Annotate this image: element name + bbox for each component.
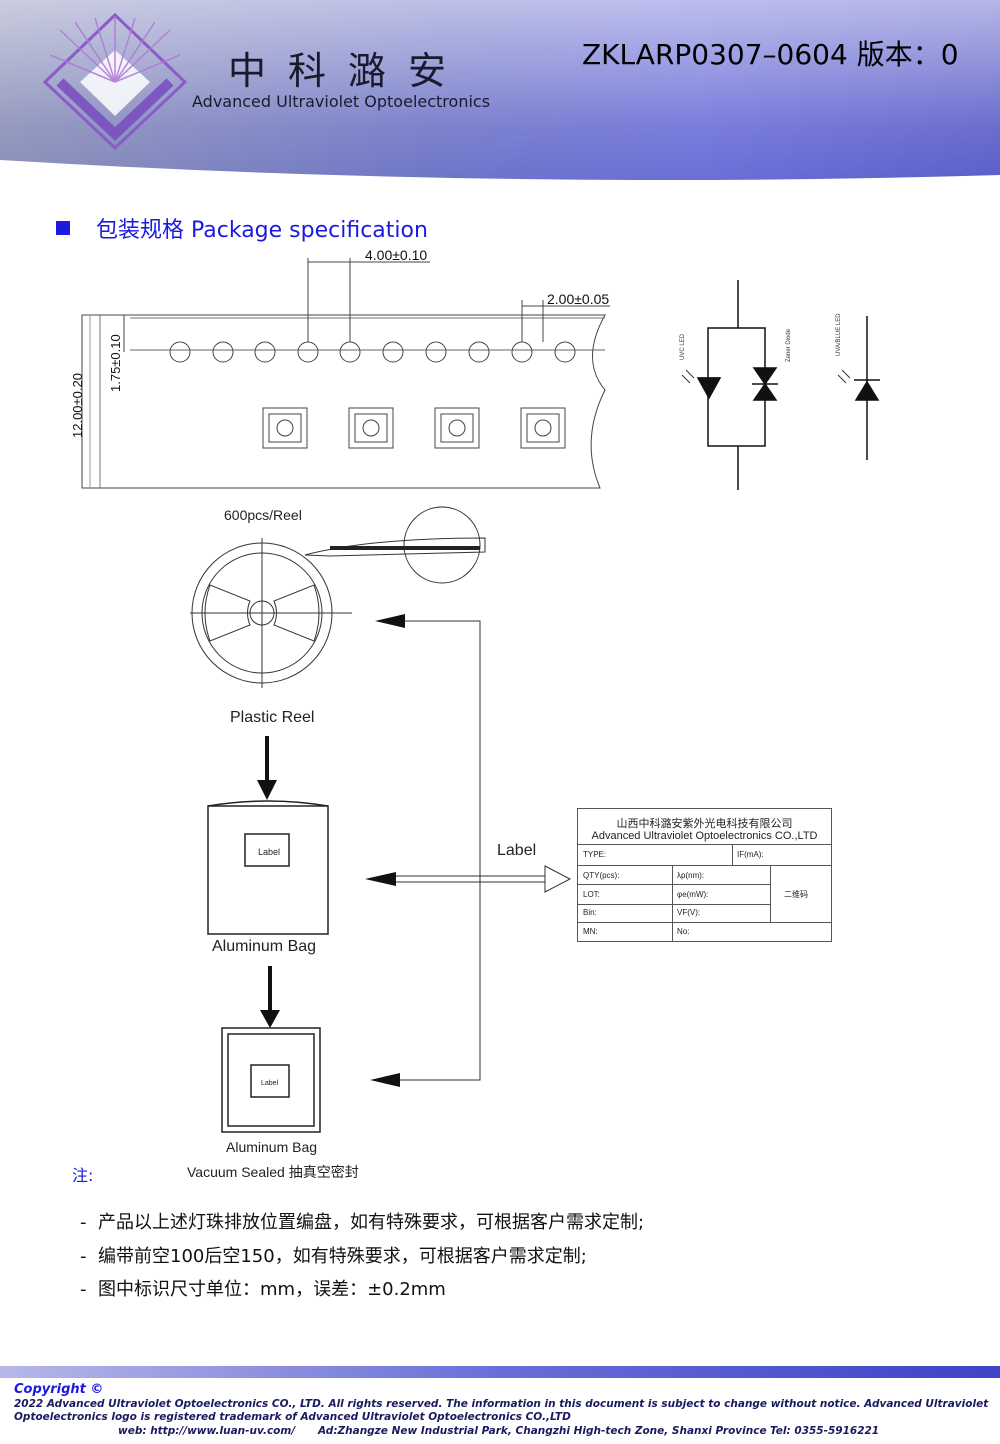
note-text-1: 产品以上述灯珠排放位置编盘，如有特殊要求，可根据客户需求定制; [98,1212,645,1233]
dim-edge: 1.75±0.10 [108,334,123,392]
card-if: IF(mA): [737,850,764,859]
label-arrow-text: Label [497,842,537,859]
card-company-cn: 山西中科潞安紫外光电科技有限公司 [616,818,793,830]
circuit-diagram: UVC LED Zener Diode UVA/BLUE LED [680,280,880,490]
footer-web[interactable]: web: http://www.luan-uv.com/ [118,1425,296,1437]
card-bin: Bin: [583,908,597,917]
label-card: 山西中科潞安紫外光电科技有限公司 Advanced Ultraviolet Op… [577,808,832,942]
footer-bar [0,1366,1000,1378]
packaging-flow: Label Label [190,506,572,1133]
notes-heading: 注: [72,1166,94,1185]
uvc-led-label: UVC LED [680,333,686,360]
card-company-en: Advanced Ultraviolet Optoelectronics CO.… [591,830,818,842]
bag2-name: Aluminum Bag [226,1139,318,1155]
footer-line-1: 2022 Advanced Ultraviolet Optoelectronic… [14,1398,989,1410]
card-power: φe(mW): [677,890,709,899]
dim-pitch: 4.00±0.10 [365,247,427,263]
footer-tel: Tel: 0355-5916221 [770,1425,880,1437]
section-title: 包装规格 Package specification [96,218,428,243]
vacuum-note: Vacuum Sealed 抽真空密封 [187,1164,359,1180]
card-no: No: [677,927,690,936]
note-text-3: 图中标识尺寸单位：mm，误差：±0.2mm [98,1279,446,1300]
card-vf: VF(V): [677,908,701,917]
carrier-tape-drawing: 4.00±0.10 2.00±0.05 1.75±0.10 12.00±0.20 [70,247,610,489]
bag2-label: Label [261,1080,279,1087]
company-logo [42,12,188,150]
zener-label: Zener Diode [786,328,792,362]
card-wavelength: λp(nm): [677,871,705,880]
section-bullet [56,221,70,235]
dim-hole-pitch: 2.00±0.05 [547,291,609,307]
card-qr: 二维码 [784,890,808,899]
footer-address: Ad:Zhangze New Industrial Park, Changzhi… [318,1425,767,1437]
reel-name: Plastic Reel [230,709,315,726]
footer-line-2: Optoelectronics logo is registered trade… [14,1411,571,1423]
card-mn: MN: [583,927,598,936]
bag1-label: Label [258,847,280,857]
footer-copyright: Copyright © [14,1382,104,1397]
header-curve [0,160,1000,190]
document-id: ZKLARP0307–0604 版本：0 [582,38,959,71]
uva-led-label: UVA/BLUE LED [836,313,842,356]
note-text-2: 编带前空100后空150，如有特殊要求，可根据客户需求定制; [98,1246,587,1267]
card-type: TYPE: [583,850,607,859]
note-item: -产品以上述灯珠排放位置编盘，如有特殊要求，可根据客户需求定制; [80,1212,645,1233]
card-qty: QTY(pcs): [583,871,620,880]
card-lot: LOT: [583,890,600,899]
dim-width: 12.00±0.20 [70,373,85,438]
reel-count: 600pcs/Reel [224,507,302,523]
bag1-name: Aluminum Bag [212,938,317,955]
company-name-cn: 中科潞安 [228,49,469,93]
note-item: -编带前空100后空150，如有特殊要求，可根据客户需求定制; [80,1246,587,1267]
note-item: -图中标识尺寸单位：mm，误差：±0.2mm [80,1279,446,1300]
company-name-en: Advanced Ultraviolet Optoelectronics [192,92,491,111]
